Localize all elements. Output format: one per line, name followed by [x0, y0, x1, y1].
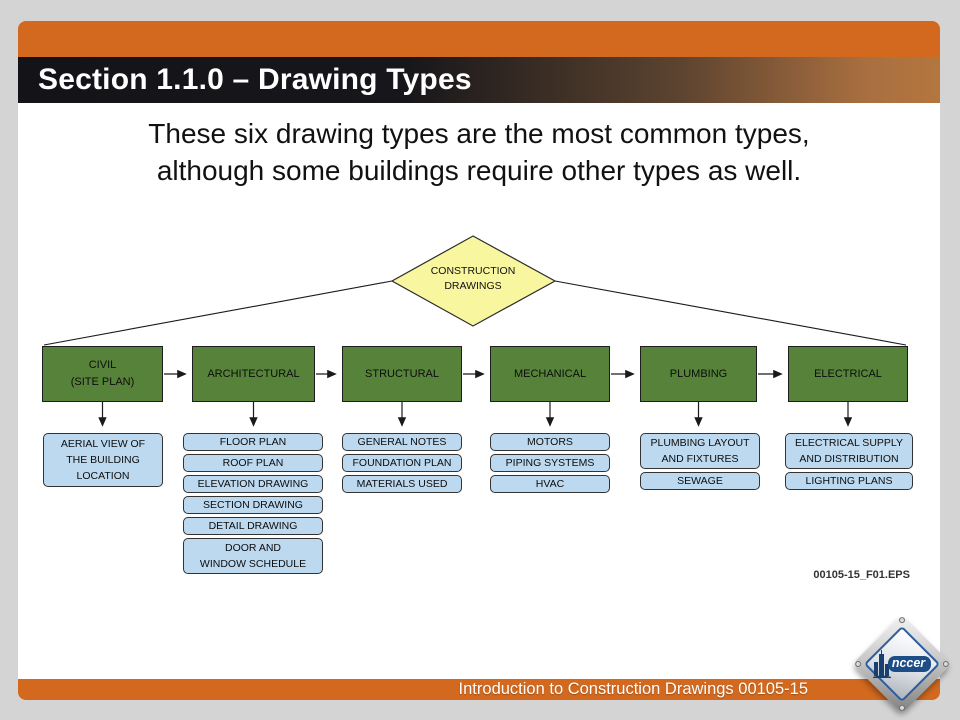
subtitle-text: These six drawing types are the most com… — [18, 115, 940, 189]
diagram-connectors — [43, 235, 907, 427]
subtype-box: FOUNDATION PLAN — [342, 454, 462, 472]
building-icon — [872, 650, 891, 678]
subtype-box: LIGHTING PLANS — [785, 472, 913, 490]
subtype-box: PLUMBING LAYOUT AND FIXTURES — [640, 433, 760, 469]
subtype-box: MOTORS — [490, 433, 610, 451]
footer-text: Introduction to Construction Drawings 00… — [458, 680, 808, 698]
subtype-box: ELECTRICAL SUPPLY AND DISTRIBUTION — [785, 433, 913, 469]
subtype-box: HVAC — [490, 475, 610, 493]
subtype-column-structural: GENERAL NOTES FOUNDATION PLAN MATERIALS … — [342, 433, 462, 493]
category-box-structural: STRUCTURAL — [342, 346, 462, 402]
subtype-box: GENERAL NOTES — [342, 433, 462, 451]
category-box-plumbing: PLUMBING — [640, 346, 757, 402]
logo-text: nccer — [887, 656, 932, 672]
subtitle-line: although some buildings require other ty… — [156, 155, 802, 186]
page-title: Section 1.1.0 – Drawing Types — [38, 63, 472, 96]
subtype-box: MATERIALS USED — [342, 475, 462, 493]
root-diamond-label: CONSTRUCTION DRAWINGS — [430, 265, 516, 292]
category-box-mechanical: MECHANICAL — [490, 346, 610, 402]
subtype-column-civil: AERIAL VIEW OF THE BUILDING LOCATION — [43, 433, 163, 487]
subtype-box: ELEVATION DRAWING — [183, 475, 323, 493]
nccer-logo: nccer — [852, 614, 952, 714]
category-box-civil: CIVIL (SITE PLAN) — [42, 346, 163, 402]
subtype-box: ROOF PLAN — [183, 454, 323, 472]
subtype-box: AERIAL VIEW OF THE BUILDING LOCATION — [43, 433, 163, 487]
subtype-box: PIPING SYSTEMS — [490, 454, 610, 472]
logo-face: nccer — [852, 614, 952, 714]
subtitle-line: These six drawing types are the most com… — [148, 118, 810, 149]
subtype-box: DOOR AND WINDOW SCHEDULE — [183, 538, 323, 574]
figure-reference-label: 00105-15_F01.EPS — [813, 569, 910, 581]
subtype-box: FLOOR PLAN — [183, 433, 323, 451]
subtype-box: SEWAGE — [640, 472, 760, 490]
subtype-box: SECTION DRAWING — [183, 496, 323, 514]
footer-bar: Introduction to Construction Drawings 00… — [18, 679, 940, 700]
category-box-electrical: ELECTRICAL — [788, 346, 908, 402]
top-accent-bar — [18, 21, 940, 57]
title-bar: Section 1.1.0 – Drawing Types — [18, 57, 940, 103]
subtype-column-electrical: ELECTRICAL SUPPLY AND DISTRIBUTION LIGHT… — [785, 433, 913, 490]
subtype-column-architectural: FLOOR PLAN ROOF PLAN ELEVATION DRAWING S… — [183, 433, 323, 574]
slide-body: These six drawing types are the most com… — [18, 103, 940, 679]
subtype-column-plumbing: PLUMBING LAYOUT AND FIXTURES SEWAGE — [640, 433, 760, 490]
subtype-box: DETAIL DRAWING — [183, 517, 323, 535]
category-box-architectural: ARCHITECTURAL — [192, 346, 315, 402]
subtype-column-mechanical: MOTORS PIPING SYSTEMS HVAC — [490, 433, 610, 493]
